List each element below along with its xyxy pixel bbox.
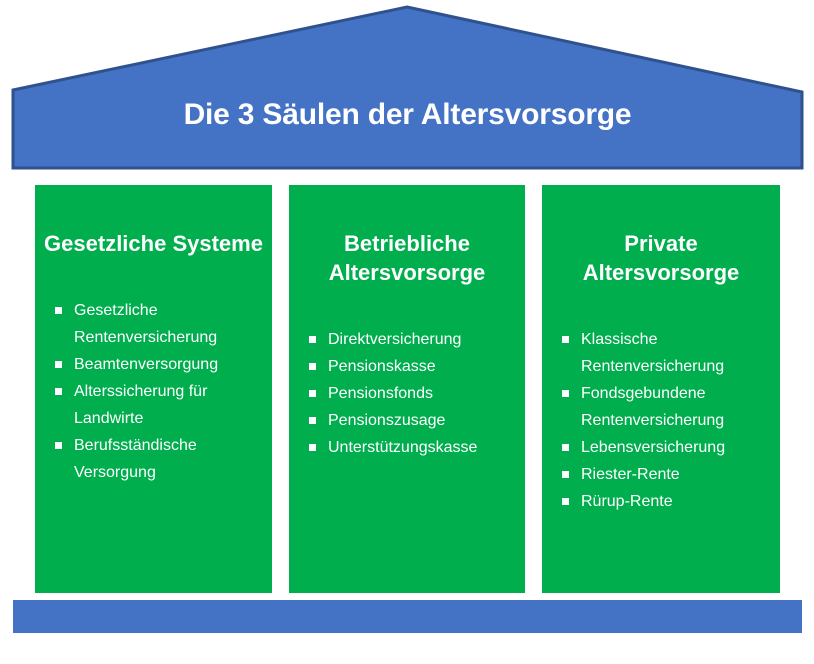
list-item: Rürup-Rente <box>553 488 776 515</box>
list-item-label: Pensionsfonds <box>328 385 433 402</box>
list-item-label: Klassische Rentenversicherung <box>581 331 725 375</box>
bullet-square-icon <box>309 363 316 370</box>
bullet-square-icon <box>562 444 569 451</box>
bullet-square-icon <box>562 471 569 478</box>
list-item-label: Fondsgebundene Rentenversicherung <box>581 385 725 429</box>
list-item: Pensionszusage <box>300 407 521 434</box>
list-item-label: Alterssicherung für Landwirte <box>74 383 208 427</box>
pillar-heading: Private Altersvorsorge <box>582 231 740 285</box>
pillar-item-list: Direktversicherung Pensionskasse Pension… <box>289 326 525 461</box>
list-item-label: Beamtenversorgung <box>74 356 219 373</box>
pillar-betriebliche-altersvorsorge: Betriebliche Altersvorsorge Direktversic… <box>289 185 525 593</box>
list-item-label: Riester-Rente <box>581 466 680 483</box>
list-item: Riester-Rente <box>553 461 776 488</box>
bullet-square-icon <box>309 336 316 343</box>
pillars-group: Gesetzliche Systeme Gesetzliche Rentenve… <box>35 185 780 593</box>
bullet-square-icon <box>309 417 316 424</box>
list-item-label: Rürup-Rente <box>581 493 673 510</box>
bullet-square-icon <box>55 388 62 395</box>
foundation-bar <box>13 600 802 633</box>
pillar-heading: Betriebliche Altersvorsorge <box>328 231 486 285</box>
pillar-heading: Gesetzliche Systeme <box>44 231 263 256</box>
list-item: Alterssicherung für Landwirte <box>46 378 268 432</box>
list-item-label: Berufsständische Versorgung <box>74 437 197 481</box>
bullet-square-icon <box>309 390 316 397</box>
list-item: Unterstützungskasse <box>300 434 521 461</box>
list-item-label: Lebensversicherung <box>581 439 726 456</box>
list-item-label: Pensionskasse <box>328 358 436 375</box>
bullet-square-icon <box>55 361 62 368</box>
list-item-label: Direktversicherung <box>328 331 462 348</box>
list-item: Klassische Rentenversicherung <box>553 326 776 380</box>
list-item-label: Gesetzliche Rentenversicherung <box>74 302 218 346</box>
bullet-square-icon <box>562 336 569 343</box>
page-title: Die 3 Säulen der Altersvorsorge <box>183 98 632 131</box>
list-item-label: Unterstützungskasse <box>328 439 478 456</box>
bullet-square-icon <box>562 390 569 397</box>
bullet-square-icon <box>309 444 316 451</box>
list-item: Direktversicherung <box>300 326 521 353</box>
list-item: Fondsgebundene Rentenversicherung <box>553 380 776 434</box>
roof-shape: Die 3 Säulen der Altersvorsorge <box>0 0 814 172</box>
list-item: Pensionskasse <box>300 353 521 380</box>
bullet-square-icon <box>562 498 569 505</box>
pillar-item-list: Gesetzliche Rentenversicherung Beamtenve… <box>35 297 272 486</box>
pillar-private-altersvorsorge: Private Altersvorsorge Klassische Renten… <box>542 185 780 593</box>
list-item: Lebensversicherung <box>553 434 776 461</box>
list-item: Berufsständische Versorgung <box>46 432 268 486</box>
list-item: Gesetzliche Rentenversicherung <box>46 297 268 351</box>
pillar-item-list: Klassische Rentenversicherung Fondsgebun… <box>542 326 780 515</box>
bullet-square-icon <box>55 307 62 314</box>
list-item-label: Pensionszusage <box>328 412 446 429</box>
list-item: Beamtenversorgung <box>46 351 268 378</box>
roof-polygon-icon <box>11 5 804 170</box>
pillar-gesetzliche-systeme: Gesetzliche Systeme Gesetzliche Rentenve… <box>35 185 272 593</box>
bullet-square-icon <box>55 442 62 449</box>
list-item: Pensionsfonds <box>300 380 521 407</box>
